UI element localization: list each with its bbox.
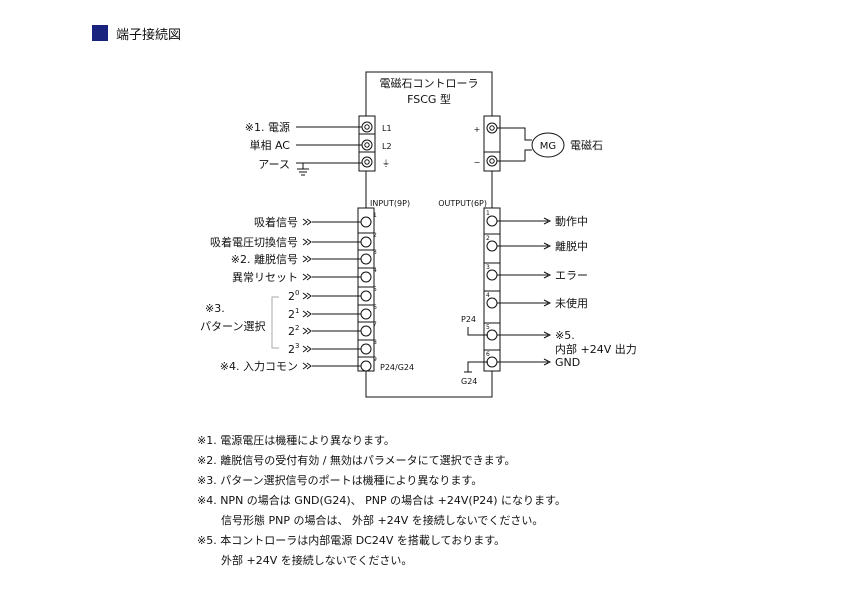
- g24-tag: G24: [461, 377, 477, 386]
- pattern-bit-label: 20: [288, 289, 299, 303]
- input-row: 1 吸着信号: [254, 212, 377, 229]
- input-terminal: [360, 308, 372, 320]
- input-terminal-number: 2: [373, 232, 377, 239]
- electromagnet-label: 電磁石: [570, 139, 603, 152]
- note-3: ※3. パターン選択信号のポートは機種により異なります。: [197, 474, 483, 487]
- input-terminal-number: 6: [373, 304, 377, 311]
- output-header: OUTPUT(6P): [438, 199, 487, 208]
- controller-box: [365, 71, 493, 398]
- pattern-bit-label: 22: [288, 324, 299, 338]
- note-4: ※4. NPN の場合は GND(G24)、 PNP の場合は +24V(P24…: [197, 494, 566, 507]
- output-terminal-number: 3: [486, 264, 490, 271]
- output-terminal: [486, 240, 498, 252]
- output-terminal-number: 4: [486, 292, 490, 299]
- output-terminal-block: [483, 207, 501, 372]
- output-signal-label: ※5.: [555, 329, 575, 342]
- output-signal-label: 離脱中: [555, 239, 588, 253]
- input-row: 8 23: [288, 339, 377, 356]
- controller-model: FSCG 型: [407, 92, 451, 106]
- output-row: 5 ※5.内部 +24V 出力 P24: [461, 315, 637, 356]
- input-row: 5 20: [288, 286, 377, 303]
- pattern-bit-label: 23: [288, 342, 299, 356]
- output-row: 2 離脱中: [484, 233, 588, 253]
- terminal-label-l1: L1: [382, 124, 392, 133]
- plus-label: +: [474, 125, 481, 134]
- output-terminal-number: 6: [486, 351, 490, 358]
- input-row: 3 ※2. 離脱信号: [231, 249, 377, 266]
- single-phase-ac-label: 単相 AC: [249, 138, 290, 152]
- input-row: 9 ※4. 入力コモン P24/G24: [220, 356, 414, 373]
- title-marker-icon: [92, 25, 108, 41]
- input-terminal: [360, 236, 372, 248]
- input-terminal-number: 3: [373, 249, 377, 256]
- electromagnet-symbol: [531, 132, 565, 158]
- output-terminal: [486, 356, 498, 368]
- p24-tag: P24: [461, 315, 476, 324]
- input-terminal-number: 7: [373, 321, 377, 328]
- input-terminal: [360, 216, 372, 228]
- notes: ※1. 電源電圧は機種により異なります。 ※2. 離脱信号の受付有効 / 無効は…: [197, 431, 566, 571]
- terminal-label-l2: L2: [382, 142, 392, 151]
- output-terminal: [486, 215, 498, 227]
- note-2: ※2. 離脱信号の受付有効 / 無効はパラメータにて選択できます。: [197, 454, 516, 467]
- ground-symbol-icon: [297, 163, 309, 176]
- input-signal-label: 吸着信号: [254, 215, 298, 229]
- pattern-select-note: ※3.: [205, 302, 225, 315]
- output-terminal-number: 2: [486, 235, 490, 242]
- output-signal-label: 動作中: [555, 214, 588, 228]
- pattern-select-bracket: [271, 296, 279, 349]
- output-row: 3 エラー: [484, 262, 588, 282]
- input-signal-label: 吸着電圧切換信号: [210, 235, 298, 249]
- section-title: 端子接続図: [116, 27, 181, 43]
- note-5: ※5. 本コントローラは内部電源 DC24V を搭載しております。: [197, 534, 506, 547]
- output-row: 4 未使用: [484, 290, 588, 310]
- input-terminal-number: 4: [373, 267, 377, 274]
- input-terminal: [360, 360, 372, 372]
- input-row: 4 異常リセット: [232, 267, 377, 284]
- common-terminal-label: P24/G24: [380, 363, 414, 372]
- output-signal-label: エラー: [555, 269, 588, 282]
- input-row: 2 吸着電圧切換信号: [210, 232, 377, 249]
- output-terminal: [486, 269, 498, 281]
- mg-label: MG: [540, 141, 556, 152]
- input-row: 6 21: [288, 304, 377, 321]
- earth-label: アース: [258, 158, 290, 171]
- input-header: INPUT(9P): [370, 199, 410, 208]
- input-terminal: [360, 325, 372, 337]
- input-terminal-number: 5: [373, 286, 377, 293]
- input-terminal: [360, 343, 372, 355]
- input-terminal: [360, 271, 372, 283]
- input-terminal-number: 9: [373, 356, 377, 363]
- input-signal-label: ※2. 離脱信号: [231, 252, 298, 266]
- output-signal-label-2: 内部 +24V 出力: [555, 342, 637, 356]
- output-signal-label: 未使用: [555, 297, 588, 310]
- power-label: ※1. 電源: [245, 120, 290, 134]
- input-signal-label: 異常リセット: [232, 271, 298, 284]
- input-terminal: [360, 290, 372, 302]
- earth-ground-icon: ⏚: [382, 159, 390, 168]
- minus-label: −: [474, 158, 481, 167]
- input-terminal-number: 1: [373, 212, 377, 219]
- pattern-select-label: パターン選択: [200, 319, 265, 333]
- output-row: 1 動作中: [486, 210, 588, 228]
- pattern-bit-label: 21: [288, 307, 299, 321]
- output-terminal-number: 5: [486, 324, 490, 331]
- note-5-continued: 外部 +24V を接続しないでください。: [221, 554, 413, 567]
- input-row: 7 22: [288, 321, 377, 338]
- note-4-continued: 信号形態 PNP の場合は、 外部 +24V を接続しないでください。: [221, 514, 544, 527]
- note-1: ※1. 電源電圧は機種により異なります。: [197, 434, 395, 447]
- input-terminal: [360, 253, 372, 265]
- output-terminal: [486, 297, 498, 309]
- power-terminal-earth: [361, 156, 373, 168]
- input-signal-label: ※4. 入力コモン: [220, 360, 298, 373]
- output-terminal: [486, 329, 498, 341]
- output-terminal-number: 1: [486, 210, 490, 217]
- controller-title: 電磁石コントローラ: [380, 77, 479, 90]
- output-signal-label: GND: [555, 356, 580, 369]
- input-terminal-number: 8: [373, 339, 377, 346]
